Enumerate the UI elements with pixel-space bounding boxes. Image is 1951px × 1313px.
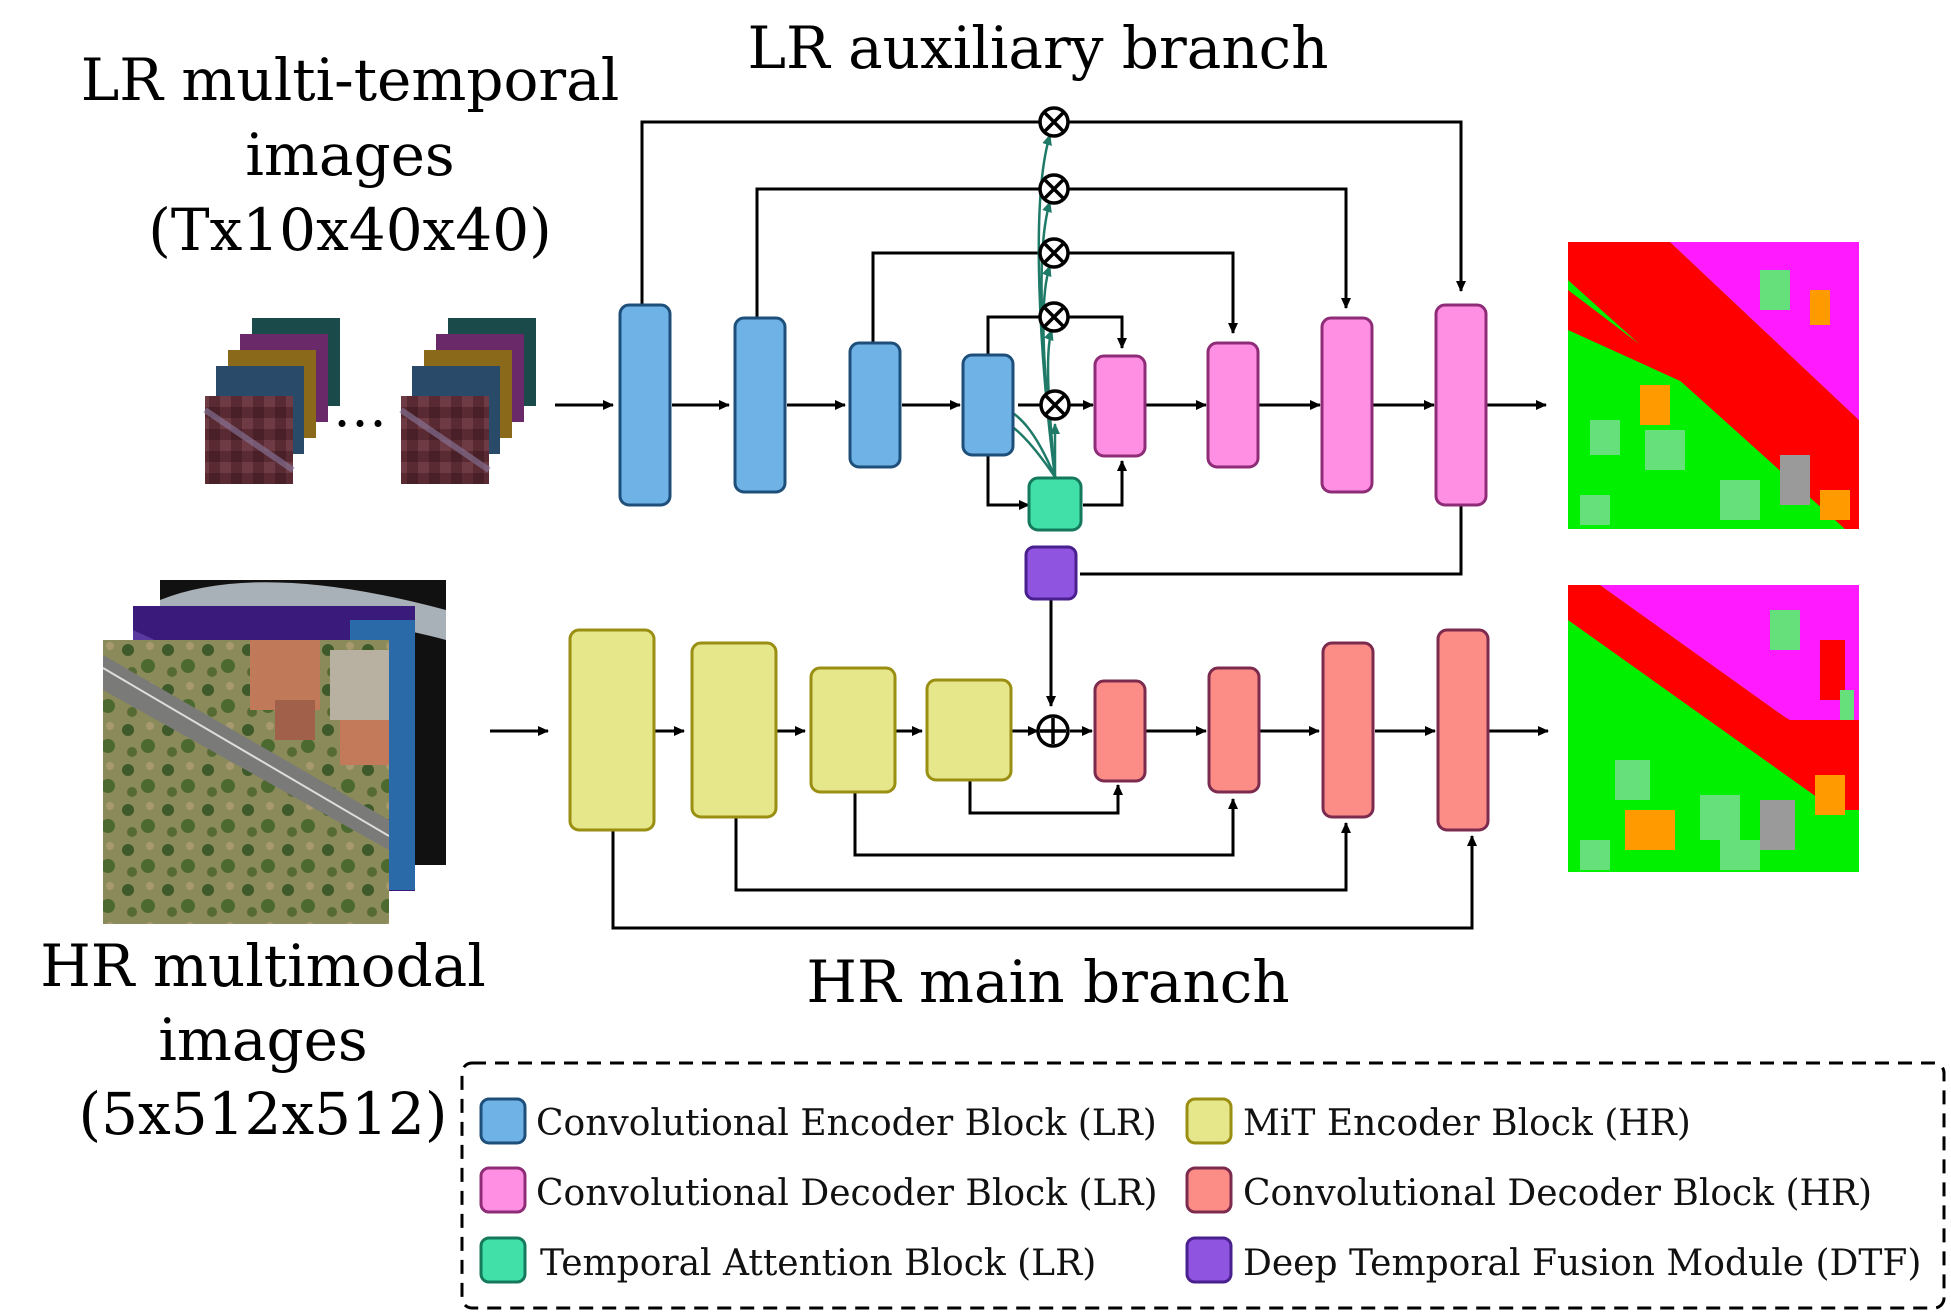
- circled-times-icon: [1038, 173, 1070, 205]
- legend-label: Deep Temporal Fusion Module (DTF): [1243, 1243, 1921, 1284]
- hr-decoder-block-2: [1207, 666, 1261, 794]
- legend-item-lr-encoder: Convolutional Encoder Block (LR): [479, 1097, 1157, 1145]
- deep-temporal-fusion-block: [1024, 545, 1078, 601]
- lr-input-caption-line2: images: [245, 121, 454, 189]
- hr-decoder-block-4: [1436, 628, 1490, 832]
- hr-input-caption-line3: (5x512x512): [79, 1080, 448, 1148]
- hr-image-stack: [103, 580, 446, 924]
- lr-input-caption-line3: (Tx10x40x40): [148, 196, 551, 264]
- lr-image-stack-last: [399, 318, 536, 484]
- lr-input-caption-line1: LR multi-temporal: [81, 46, 620, 114]
- legend-label: Convolutional Encoder Block (LR): [536, 1103, 1157, 1144]
- legend-label: MiT Encoder Block (HR): [1243, 1103, 1691, 1144]
- legend-item-dtf: Deep Temporal Fusion Module (DTF): [1185, 1236, 1921, 1284]
- circled-times-icon: [1038, 237, 1070, 269]
- hr-input-caption-line1: HR multimodal: [40, 932, 486, 1000]
- legend-item-temporal-attention: Temporal Attention Block (LR): [479, 1236, 1096, 1284]
- hr-encoder-block-3: [809, 666, 897, 794]
- hr-branch-title: HR main branch: [806, 948, 1289, 1016]
- legend-label: Convolutional Decoder Block (HR): [1243, 1173, 1872, 1214]
- legend-label: Convolutional Decoder Block (LR): [536, 1173, 1158, 1214]
- legend-item-hr-decoder: Convolutional Decoder Block (HR): [1185, 1166, 1872, 1214]
- lr-encoder-block-1: [618, 303, 672, 507]
- hr-input-caption-line2: images: [158, 1006, 367, 1074]
- lr-segmentation-output: [1568, 242, 1859, 529]
- hr-encoder-block-1: [568, 628, 656, 832]
- hr-encoder-block-4: [925, 678, 1013, 782]
- lr-stack-ellipsis: …: [333, 376, 387, 439]
- legend-label: Temporal Attention Block (LR): [540, 1243, 1096, 1284]
- lr-decoder-block-3: [1320, 316, 1374, 494]
- legend-item-hr-encoder: MiT Encoder Block (HR): [1185, 1097, 1691, 1145]
- legend-item-lr-decoder: Convolutional Decoder Block (LR): [479, 1166, 1158, 1214]
- lr-encoder-block-4: [961, 353, 1015, 457]
- hr-decoder-block-1: [1093, 679, 1147, 783]
- hr-segmentation-output: [1568, 585, 1859, 872]
- hr-decoder-block-3: [1321, 641, 1375, 819]
- lr-decoder-block-1: [1093, 354, 1147, 458]
- circled-plus-icon: [1036, 714, 1070, 748]
- temporal-attention-block: [1027, 476, 1083, 532]
- circled-times-icon: [1038, 301, 1070, 333]
- lr-branch-title: LR auxiliary branch: [747, 14, 1328, 82]
- lr-decoder-block-2: [1206, 341, 1260, 469]
- circled-times-icon: [1038, 106, 1070, 138]
- hr-encoder-block-2: [690, 641, 778, 819]
- lr-encoder-block-2: [733, 316, 787, 494]
- lr-encoder-block-3: [848, 341, 902, 469]
- lr-decoder-block-4: [1434, 303, 1488, 507]
- circled-times-icon: [1039, 389, 1071, 421]
- lr-image-stack-first: [203, 318, 340, 484]
